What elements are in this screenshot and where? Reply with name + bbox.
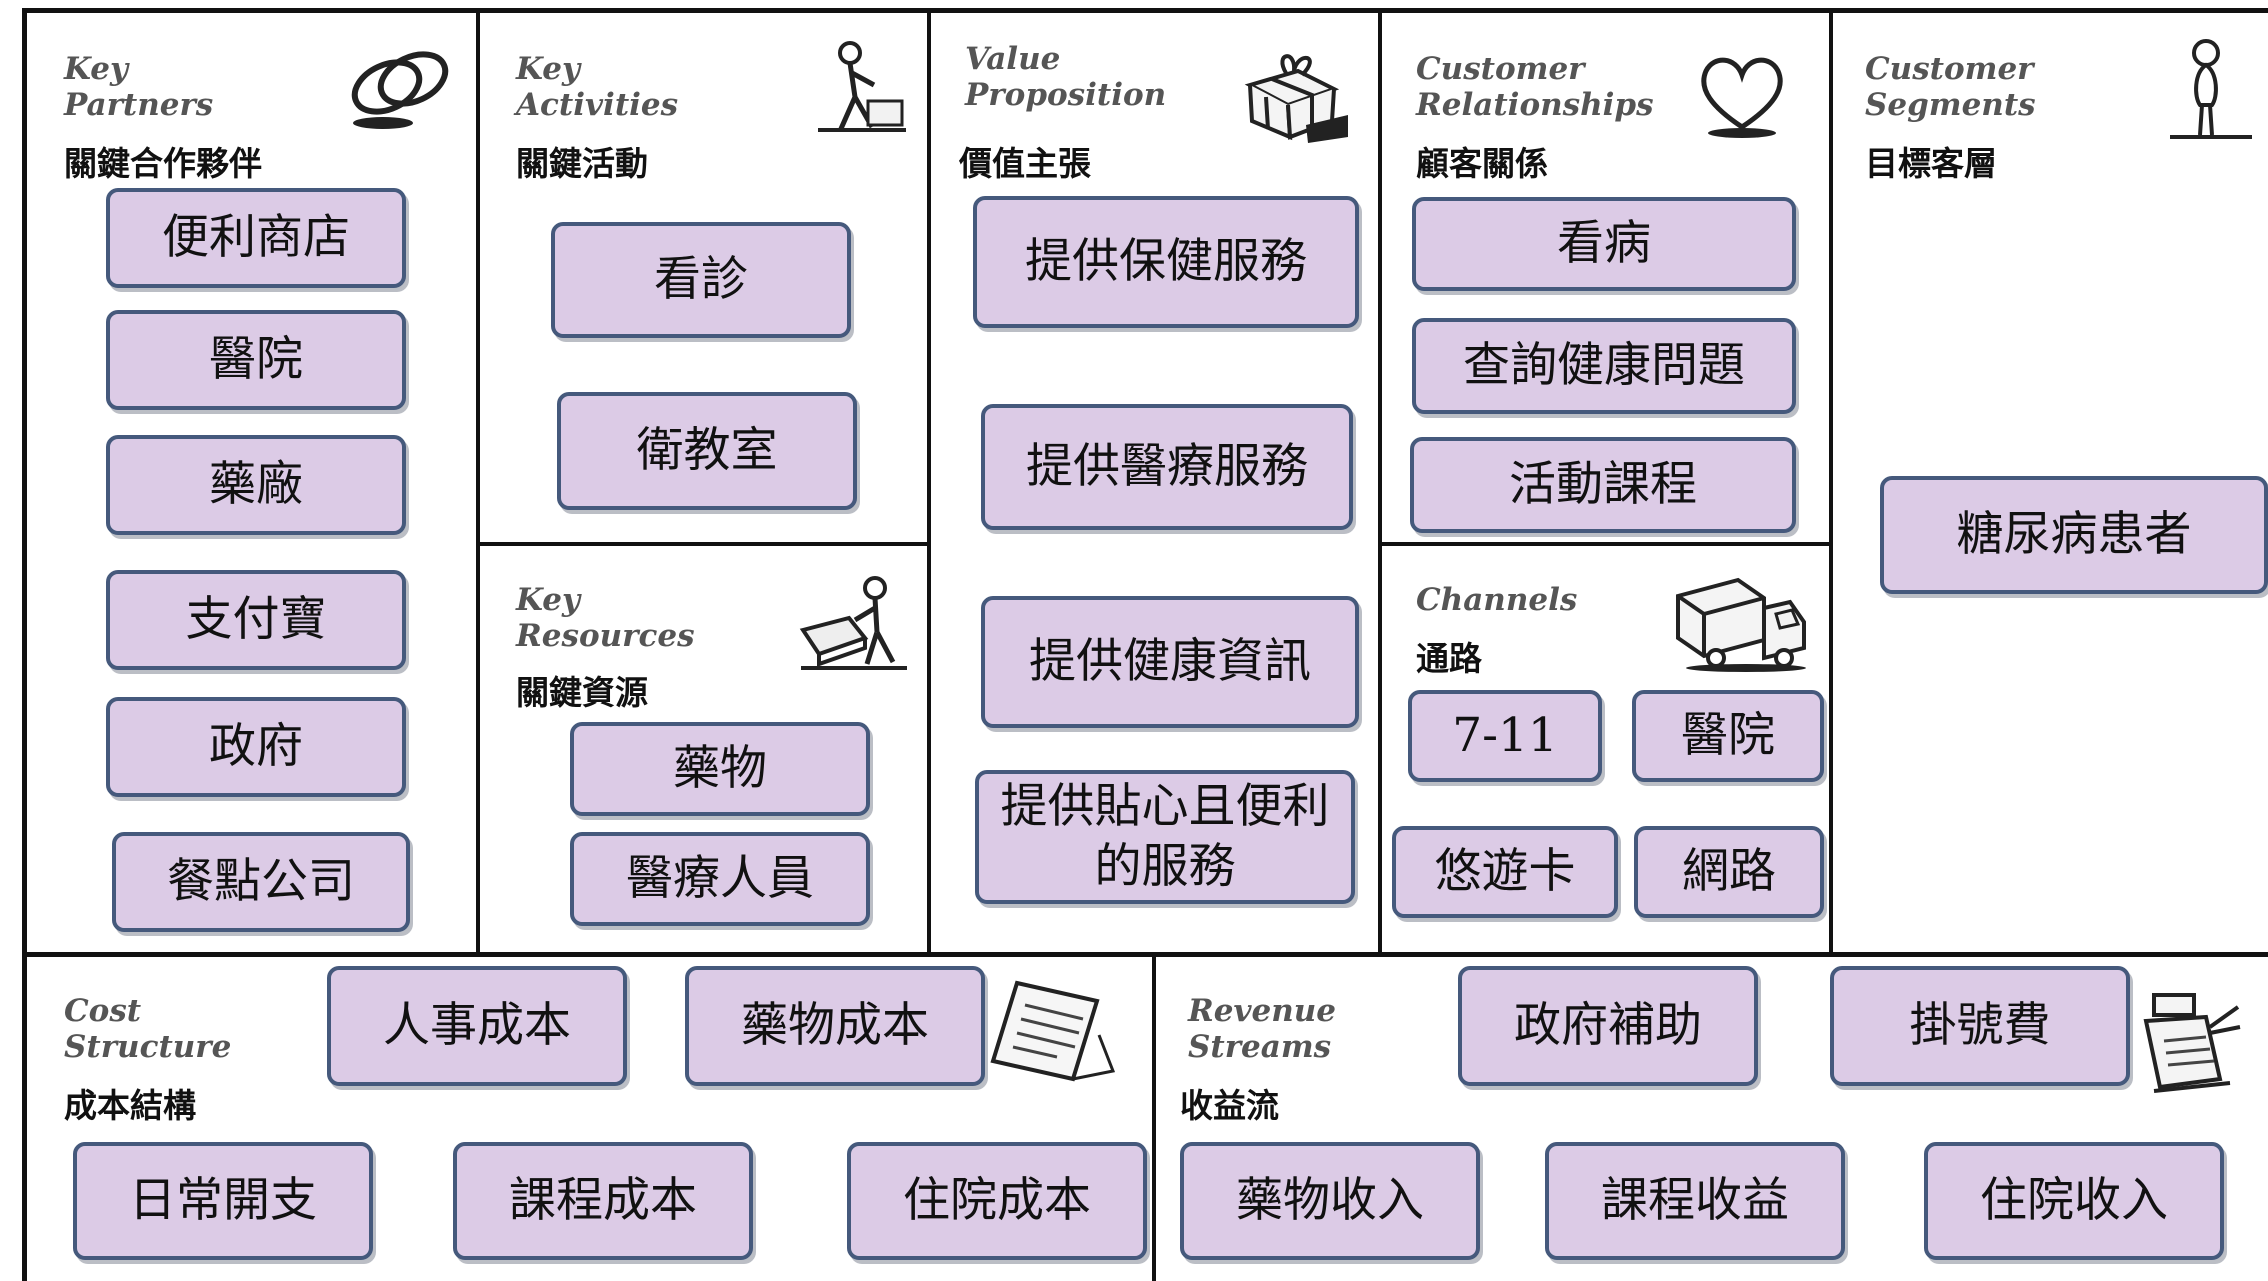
card-revenue: 住院收入: [1924, 1142, 2224, 1260]
card-value-proposition: 提供貼心且便利的服務: [975, 770, 1355, 904]
border-left: [22, 8, 27, 1281]
gift-icon: [1244, 54, 1348, 143]
card-customer-relationship: 活動課程: [1410, 437, 1796, 533]
section-title-zh: 通路: [1416, 639, 1482, 678]
card-revenue: 藥物收入: [1180, 1142, 1480, 1260]
card-customer-segment: 糖尿病患者: [1880, 476, 2268, 594]
section-customer-segments: Customer Segments 目標客層: [1833, 13, 2268, 952]
divider-partners-activities: [476, 8, 480, 956]
card-channel: 7-11: [1408, 690, 1602, 782]
card-revenue: 課程收益: [1545, 1142, 1845, 1260]
section-title-zh: 關鍵資源: [516, 673, 648, 712]
card-key-partner: 便利商店: [106, 188, 406, 288]
card-key-partner: 餐點公司: [112, 832, 410, 932]
section-revenue-streams: Revenue Streams 收益流: [1156, 957, 2268, 1281]
section-title-zh: 關鍵活動: [516, 144, 648, 183]
section-title-en: Channels: [1416, 582, 1578, 618]
card-cost: 日常開支: [73, 1142, 373, 1260]
card-customer-relationship: 看病: [1412, 197, 1796, 291]
section-key-resources: Key Resources 關鍵資源: [480, 546, 927, 952]
section-key-activities: Key Activities 關鍵活動: [480, 13, 927, 542]
section-title-en: Value Proposition: [965, 41, 1167, 113]
section-cost-structure: Cost Structure 成本結構: [27, 957, 1152, 1281]
section-value-proposition: Value Proposition 價值主張: [931, 13, 1378, 952]
card-revenue: 政府補助: [1458, 966, 1758, 1086]
divider-cost-revenue: [1152, 952, 1156, 1281]
card-value-proposition: 提供醫療服務: [981, 404, 1353, 530]
section-customer-relationships: Customer Relationships 顧客關係: [1382, 13, 1829, 542]
card-key-partner: 醫院: [106, 310, 406, 410]
section-title-en: Customer Segments: [1865, 51, 2036, 123]
divider-relationships-segments: [1829, 8, 1833, 956]
card-key-partner: 藥廠: [106, 435, 406, 535]
card-value-proposition: 提供健康資訊: [981, 596, 1359, 728]
section-title-en: Cost Structure: [64, 993, 232, 1065]
card-channel: 悠遊卡: [1392, 826, 1618, 918]
section-title-en: Key Activities: [516, 51, 679, 123]
divider-top-bottom: [22, 952, 2268, 957]
section-channels: Channels 通路: [1382, 546, 1829, 952]
card-key-activity: 衛教室: [557, 392, 857, 510]
truck-icon: [1676, 577, 1806, 672]
section-title-zh: 收益流: [1180, 1086, 1279, 1125]
card-cost: 課程成本: [453, 1142, 753, 1260]
card-channel: 網路: [1634, 826, 1824, 918]
person-icon: [2170, 39, 2252, 139]
card-channel: 醫院: [1632, 690, 1824, 782]
card-customer-relationship: 查詢健康問題: [1412, 318, 1796, 414]
rings-icon: [351, 51, 449, 129]
resources-icon: [799, 576, 907, 670]
card-value-proposition: 提供保健服務: [973, 196, 1359, 328]
section-title-zh: 目標客層: [1865, 144, 1997, 183]
invoice-icon: [990, 980, 1116, 1082]
section-title-en: Key Partners: [64, 51, 214, 123]
card-key-activity: 看診: [551, 222, 851, 338]
section-title-en: Customer Relationships: [1416, 51, 1654, 123]
worker-icon: [818, 41, 906, 133]
card-revenue: 掛號費: [1830, 966, 2130, 1086]
card-key-resource: 醫療人員: [570, 832, 870, 926]
divider-value-relationships: [1378, 8, 1382, 956]
section-title-en: Key Resources: [516, 582, 695, 654]
heart-icon: [1701, 57, 1783, 138]
card-cost: 藥物成本: [685, 966, 985, 1086]
card-key-partner: 支付寶: [106, 570, 406, 670]
section-title-zh: 顧客關係: [1416, 144, 1548, 183]
card-key-partner: 政府: [106, 697, 406, 797]
card-cost: 住院成本: [847, 1142, 1147, 1260]
section-title-zh: 成本結構: [64, 1086, 196, 1125]
cash-register-icon: [2143, 993, 2241, 1093]
card-key-resource: 藥物: [570, 722, 870, 816]
border-top: [22, 8, 2268, 13]
divider-activities-resources: [478, 542, 929, 546]
section-title-zh: 關鍵合作夥伴: [64, 144, 262, 183]
section-title-en: Revenue Streams: [1188, 993, 1337, 1065]
section-key-partners: Key Partners 關鍵合作夥伴: [27, 13, 476, 952]
divider-relationships-channels: [1380, 542, 1831, 546]
card-cost: 人事成本: [327, 966, 627, 1086]
section-title-zh: 價值主張: [959, 144, 1091, 183]
divider-activities-value: [927, 8, 931, 956]
